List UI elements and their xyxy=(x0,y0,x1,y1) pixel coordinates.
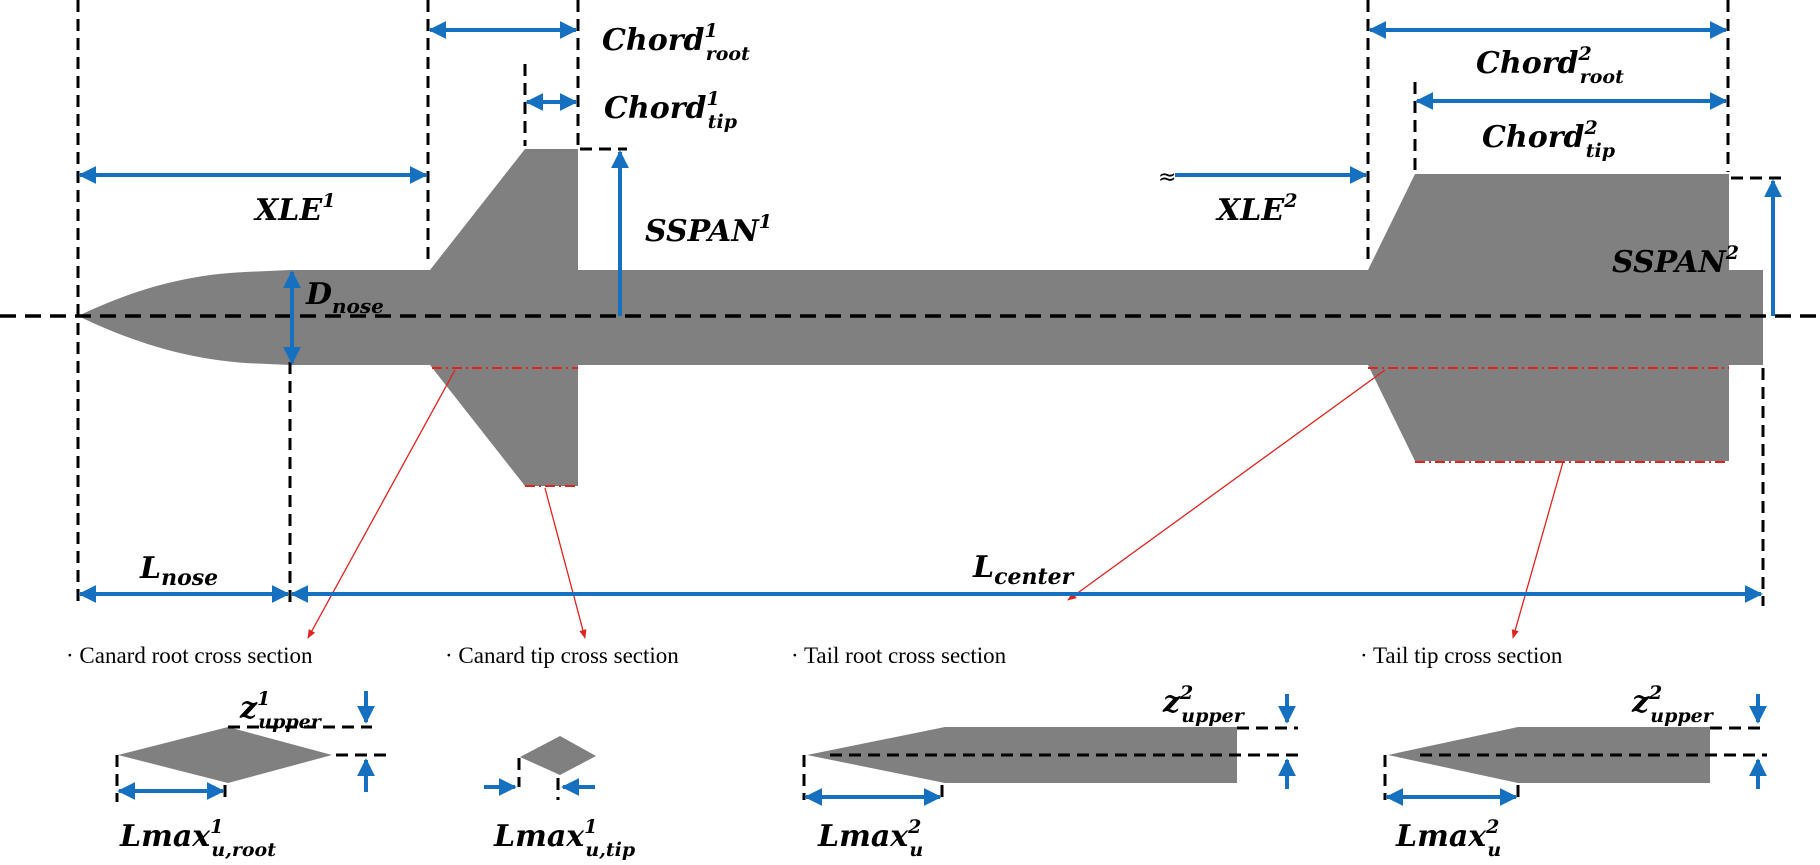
extension-lines xyxy=(76,0,1783,606)
sspan-2-label: SSPAN2 xyxy=(1612,242,1739,280)
canard-upper-fin xyxy=(430,149,578,270)
tail-root-leader xyxy=(1067,369,1386,601)
break-symbol: ≈ xyxy=(1158,165,1176,190)
section-lines xyxy=(432,367,1729,487)
tail-tip-profile xyxy=(1388,727,1710,783)
canard-tip-profile xyxy=(520,736,596,775)
l-nose-label: Lnose xyxy=(139,551,218,591)
tail-upper-fin xyxy=(1368,174,1729,270)
canard-lower-fin xyxy=(430,365,578,486)
canard-root-caption: · Canard root cross section xyxy=(66,643,313,668)
xle-2-label: XLE2 xyxy=(1215,190,1297,228)
sspan-1-label: SSPAN1 xyxy=(645,211,772,249)
dimension-arrows xyxy=(78,21,1782,603)
canard-root-leader xyxy=(307,369,456,639)
tail-root-caption: · Tail root cross section xyxy=(791,643,1007,668)
tail-lower-fin xyxy=(1368,365,1729,461)
d-nose-label: Dnose xyxy=(305,277,384,318)
l-center-label: Lcenter xyxy=(972,550,1075,590)
canard-tip-caption: · Canard tip cross section xyxy=(445,643,679,668)
tail-tip-caption: · Tail tip cross section xyxy=(1360,643,1563,668)
tail-tip-leader xyxy=(1511,461,1564,639)
xle-1-label: XLE1 xyxy=(253,190,335,228)
canard-tip-leader xyxy=(544,487,587,639)
canard-root-profile xyxy=(118,727,332,783)
